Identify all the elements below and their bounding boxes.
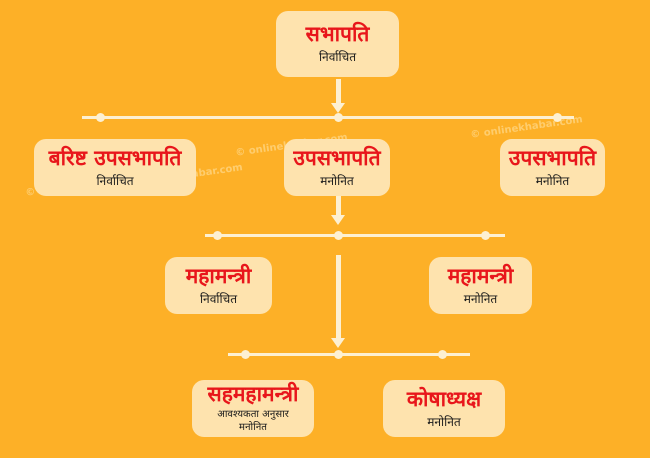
connector-arrow — [336, 196, 341, 218]
connector-dot — [241, 350, 250, 359]
node-gen-sec-right: महामन्त्री मनोनित — [429, 257, 532, 314]
connector-dot — [334, 350, 343, 359]
node-vice-chair-right: उपसभापति मनोनित — [500, 139, 605, 196]
connector-dot — [481, 231, 490, 240]
connector-arrow — [336, 255, 341, 340]
arrowhead — [331, 215, 345, 225]
connector-dot — [96, 113, 105, 122]
node-title: उपसभापति — [508, 145, 597, 170]
node-gen-sec-left: महामन्त्री निर्वाचित — [165, 257, 272, 314]
connector-dot — [213, 231, 222, 240]
node-chairperson: सभापति निर्वाचित — [276, 11, 399, 77]
connector-arrow — [336, 79, 341, 106]
connector-line — [228, 353, 470, 356]
node-title: सहमहामन्त्री — [207, 381, 299, 406]
arrowhead — [331, 103, 345, 113]
node-subtitle: मनोनित — [427, 414, 461, 429]
connector-line — [82, 116, 574, 119]
node-title: उपसभापति — [293, 145, 381, 170]
node-subtitle: निर्वाचित — [199, 291, 238, 306]
node-subtitle: निर्वाचित — [96, 173, 134, 188]
node-subtitle: आवश्यकता अनुसार — [217, 409, 289, 421]
node-title: बरिष्ट उपसभापति — [48, 145, 182, 170]
arrowhead — [331, 338, 345, 348]
node-senior-vice-chair: बरिष्ट उपसभापति निर्वाचित — [34, 139, 196, 196]
node-subtitle: मनोनित — [535, 173, 570, 188]
node-title: महामन्त्री — [185, 263, 252, 288]
connector-line — [205, 234, 505, 237]
node-subtitle: मनोनित — [239, 421, 267, 433]
node-subtitle: निर्वाचित — [318, 50, 357, 65]
connector-dot — [334, 113, 343, 122]
connector-dot — [438, 350, 447, 359]
node-title: महामन्त्री — [447, 263, 514, 288]
node-deputy-gen-sec: सहमहामन्त्री आवश्यकता अनुसार मनोनित — [192, 380, 314, 437]
connector-dot — [334, 231, 343, 240]
node-vice-chair-center: उपसभापति मनोनित — [284, 139, 390, 196]
node-treasurer: कोषाध्यक्ष मनोनित — [383, 380, 505, 437]
node-subtitle: मनोनित — [463, 291, 498, 306]
node-subtitle: मनोनित — [320, 173, 354, 188]
connector-dot — [553, 113, 562, 122]
node-title: कोषाध्यक्ष — [406, 386, 482, 411]
node-title: सभापति — [305, 22, 370, 47]
